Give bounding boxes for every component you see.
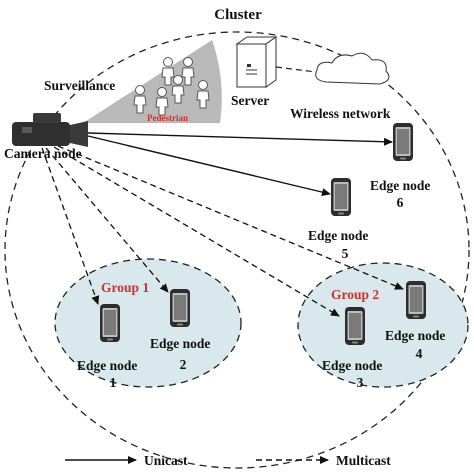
edge-node-5-number: 5 xyxy=(342,246,349,261)
edge-node-5-icon xyxy=(331,178,351,216)
group-1-label: Group 1 xyxy=(101,280,149,295)
edge-node-5-label: Edge node xyxy=(308,228,368,243)
unicast-arrow-edge-6 xyxy=(87,132,393,146)
legend-multicast-label: Multicast xyxy=(336,453,391,468)
edge-node-3-label: Edge node xyxy=(322,358,382,373)
edge-node-2-icon xyxy=(170,289,190,327)
edge-node-6-label: Edge node xyxy=(370,178,430,193)
multicast-arrow-edge-4 xyxy=(57,145,404,290)
edge-node-4-label: Edge node xyxy=(385,328,445,343)
cluster-boundary xyxy=(4,31,470,469)
camera-icon xyxy=(12,113,88,147)
multicast-arrow-edge-3 xyxy=(53,146,340,317)
edge-node-6-icon xyxy=(393,123,413,161)
edge-node-3-icon xyxy=(345,307,365,345)
server-label: Server xyxy=(231,93,269,108)
surveillance-label: Surveillance xyxy=(44,78,115,93)
edge-node-6-number: 6 xyxy=(397,195,404,210)
server-icon xyxy=(235,36,278,88)
unicast-arrow-edge-5 xyxy=(87,135,331,197)
pedestrian-label: Pedestrian xyxy=(147,113,188,123)
legend: Unicast Multicast xyxy=(65,453,391,468)
edge-node-1-label: Edge node xyxy=(77,358,137,373)
group-2-label: Group 2 xyxy=(331,287,379,302)
multicast-arrow-edge-2 xyxy=(45,147,169,293)
server-cloud-link xyxy=(275,66,317,73)
legend-unicast-label: Unicast xyxy=(144,453,188,468)
edge-node-4-icon xyxy=(406,281,426,319)
edge-node-1-number: 1 xyxy=(110,375,117,390)
group-1-boundary xyxy=(54,258,242,388)
edge-node-2-label: Edge node xyxy=(150,336,210,351)
edge-node-1-icon xyxy=(100,304,120,342)
camera-node-label: Camera node xyxy=(4,146,82,161)
edge-node-3-number: 3 xyxy=(357,375,364,390)
wireless-network-label: Wireless network xyxy=(290,106,391,121)
cluster-title: Cluster xyxy=(214,7,262,23)
edge-node-2-number: 2 xyxy=(180,357,187,372)
cloud-icon xyxy=(315,52,390,85)
edge-node-4-number: 4 xyxy=(416,346,423,361)
multicast-arrow-edge-1 xyxy=(41,147,100,305)
